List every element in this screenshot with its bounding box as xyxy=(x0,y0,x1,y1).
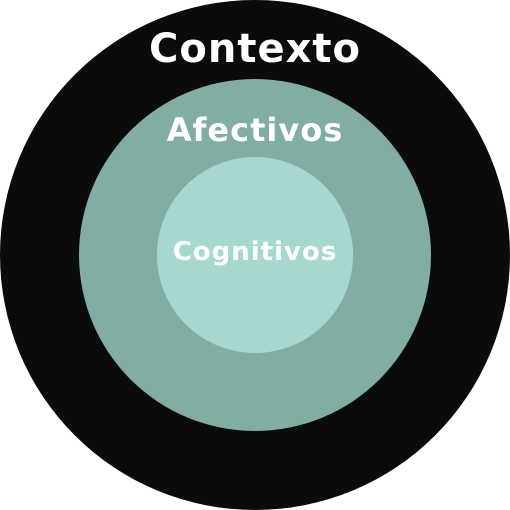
label-afectivos: Afectivos xyxy=(166,111,344,149)
label-contexto: Contexto xyxy=(149,26,361,72)
label-cognitivos: Cognitivos xyxy=(172,237,338,267)
ring-cognitivos xyxy=(157,157,353,353)
